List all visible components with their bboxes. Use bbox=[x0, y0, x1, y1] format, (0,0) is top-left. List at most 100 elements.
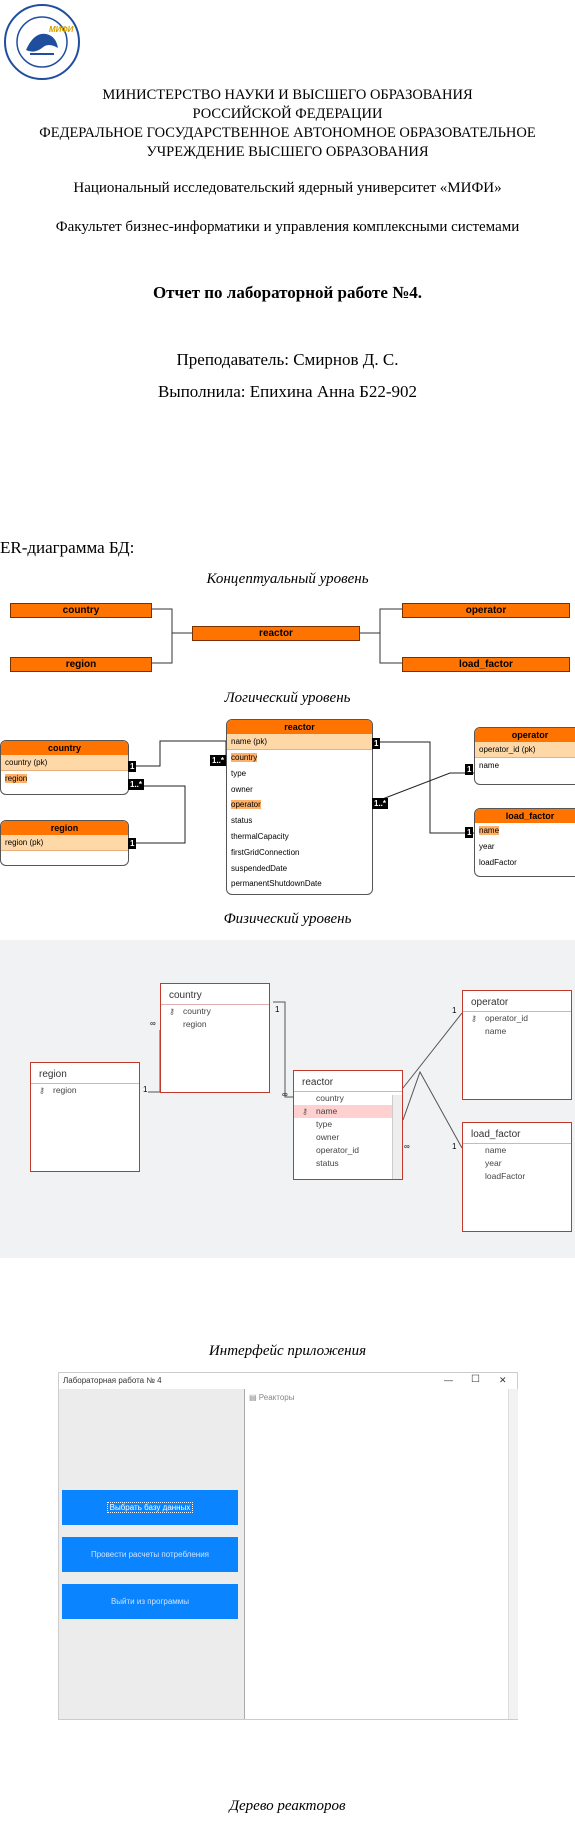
logical-table-operator: operator operator_id (pk) name bbox=[474, 727, 575, 785]
key-icon: ⚷ bbox=[169, 1007, 175, 1016]
field: operator_id bbox=[316, 1145, 360, 1155]
field: country bbox=[231, 753, 258, 762]
field: operator_id bbox=[485, 1013, 529, 1023]
field: name bbox=[479, 761, 500, 770]
field: name bbox=[485, 1026, 507, 1036]
select-db-button[interactable]: Выбрать базу данных bbox=[62, 1490, 238, 1525]
field: operator bbox=[231, 800, 261, 810]
cardinality-label: 1..* bbox=[128, 779, 145, 790]
table-title: country bbox=[161, 984, 269, 1005]
pk-field: region (pk) bbox=[1, 835, 128, 851]
physical-table-operator: operator ⚷operator_id name bbox=[462, 990, 572, 1100]
cardinality-label: 1 bbox=[465, 827, 474, 838]
rel-one: 1 bbox=[452, 1142, 457, 1151]
field: loadFactor bbox=[485, 1171, 526, 1181]
button-label: Выбрать базу данных bbox=[106, 1502, 194, 1513]
pk-field: operator_id (pk) bbox=[475, 742, 575, 758]
field: status bbox=[316, 1158, 339, 1168]
physical-table-reactor: reactor country ⚷ name type owner operato… bbox=[293, 1070, 403, 1180]
pk-field: country (pk) bbox=[1, 755, 128, 771]
cardinality-label: 1..* bbox=[210, 755, 227, 766]
pk-field: name (pk) bbox=[227, 734, 372, 750]
rel-many: ∞ bbox=[150, 1019, 156, 1028]
field: year bbox=[485, 1158, 502, 1168]
header-line: ФЕДЕРАЛЬНОЕ ГОСУДАРСТВЕННОЕ АВТОНОМНОЕ О… bbox=[39, 125, 536, 141]
calculate-button[interactable]: Провести расчеты потребления bbox=[62, 1537, 238, 1572]
rel-many: ∞ bbox=[282, 1090, 288, 1099]
teacher: Преподаватель: Смирнов Д. С. bbox=[176, 350, 399, 369]
table-title: reactor bbox=[294, 1071, 402, 1092]
field: loadFactor bbox=[479, 857, 517, 867]
exit-button[interactable]: Выйти из программы bbox=[62, 1584, 238, 1619]
rel-one: 1 bbox=[452, 1006, 457, 1015]
field: region bbox=[53, 1085, 77, 1095]
logical-table-load-factor: load_factor name year loadFactor bbox=[474, 808, 575, 877]
field: name bbox=[485, 1145, 507, 1155]
caption-physical: Физический уровень bbox=[223, 911, 352, 927]
ministry-header: МИНИСТЕРСТВО НАУКИ И ВЫСШЕГО ОБРАЗОВАНИЯ… bbox=[0, 86, 575, 162]
field: status bbox=[231, 816, 253, 826]
key-icon: ⚷ bbox=[302, 1107, 308, 1116]
physical-table-country: country ⚷ country region bbox=[160, 983, 270, 1093]
concept-reactor: reactor bbox=[192, 626, 360, 641]
cardinality-label: 1 bbox=[128, 838, 137, 849]
field: name bbox=[479, 826, 500, 835]
table-title: load_factor bbox=[475, 809, 575, 823]
field: permanentShutdownDate bbox=[231, 879, 322, 889]
logical-table-region: region region (pk) bbox=[0, 820, 129, 866]
field: owner bbox=[231, 784, 253, 794]
table-title: operator bbox=[463, 991, 571, 1012]
cardinality-label: 1 bbox=[128, 761, 137, 772]
field: thermalCapacity bbox=[231, 831, 289, 841]
concept-operator: operator bbox=[402, 603, 570, 618]
table-title: reactor bbox=[227, 720, 372, 734]
physical-table-load-factor: load_factor name year loadFactor bbox=[462, 1122, 572, 1232]
close-button[interactable]: ✕ bbox=[499, 1375, 507, 1385]
tree-panel[interactable]: ▤ Реакторы bbox=[244, 1389, 518, 1719]
table-title: operator bbox=[475, 728, 575, 742]
table-title: region bbox=[1, 821, 128, 835]
physical-table-region: region ⚷region bbox=[30, 1062, 140, 1172]
maximize-button[interactable]: ☐ bbox=[471, 1374, 480, 1385]
field: country bbox=[316, 1093, 344, 1103]
concept-country: country bbox=[10, 603, 152, 618]
caption-conceptual: Концептуальный уровень bbox=[206, 571, 369, 587]
rel-one: 1 bbox=[275, 1005, 280, 1014]
logo-mark: МИФИ bbox=[49, 25, 74, 34]
cardinality-label: 1 bbox=[465, 764, 474, 775]
er-heading: ER-диаграмма БД: bbox=[0, 538, 135, 557]
title-bar: Лабораторная работа № 4 — ☐ ✕ bbox=[59, 1373, 517, 1389]
conceptual-connectors bbox=[152, 608, 402, 664]
header-line: МИНИСТЕРСТВО НАУКИ И ВЫСШЕГО ОБРАЗОВАНИЯ bbox=[102, 87, 473, 103]
table-title: country bbox=[1, 741, 128, 755]
table-title: load_factor bbox=[463, 1123, 571, 1144]
vertical-scrollbar[interactable] bbox=[508, 1389, 518, 1719]
cardinality-label: 1..* bbox=[372, 798, 389, 809]
rel-many: ∞ bbox=[404, 1142, 410, 1151]
university-logo: МИФИ bbox=[2, 2, 82, 82]
faculty-name: Факультет бизнес-информатики и управлени… bbox=[55, 219, 520, 235]
field: type bbox=[231, 768, 247, 778]
concept-load-factor: load_factor bbox=[402, 657, 570, 672]
field: suspendedDate bbox=[231, 863, 288, 873]
field: country bbox=[183, 1006, 211, 1016]
key-icon: ⚷ bbox=[39, 1086, 45, 1095]
report-title: Отчет по лабораторной работе №4. bbox=[152, 283, 423, 302]
field: name bbox=[316, 1106, 338, 1116]
field: owner bbox=[316, 1132, 340, 1142]
folder-icon: ▤ bbox=[249, 1393, 259, 1402]
concept-region: region bbox=[10, 657, 152, 672]
table-scrollbar[interactable] bbox=[392, 1095, 402, 1179]
caption-logical: Логический уровень bbox=[224, 690, 351, 706]
rel-one: 1 bbox=[143, 1085, 148, 1094]
logical-table-country: country country (pk) region bbox=[0, 740, 129, 795]
caption-interface: Интерфейс приложения bbox=[208, 1343, 367, 1359]
field: region bbox=[183, 1019, 207, 1029]
field: type bbox=[316, 1119, 333, 1129]
field: region bbox=[5, 774, 28, 783]
field: firstGridConnection bbox=[231, 847, 300, 857]
header-line: УЧРЕЖДЕНИЕ ВЫСШЕГО ОБРАЗОВАНИЯ bbox=[146, 144, 429, 160]
minimize-button[interactable]: — bbox=[444, 1375, 453, 1385]
tree-root[interactable]: ▤ Реакторы bbox=[249, 1393, 294, 1402]
field: year bbox=[479, 841, 495, 851]
